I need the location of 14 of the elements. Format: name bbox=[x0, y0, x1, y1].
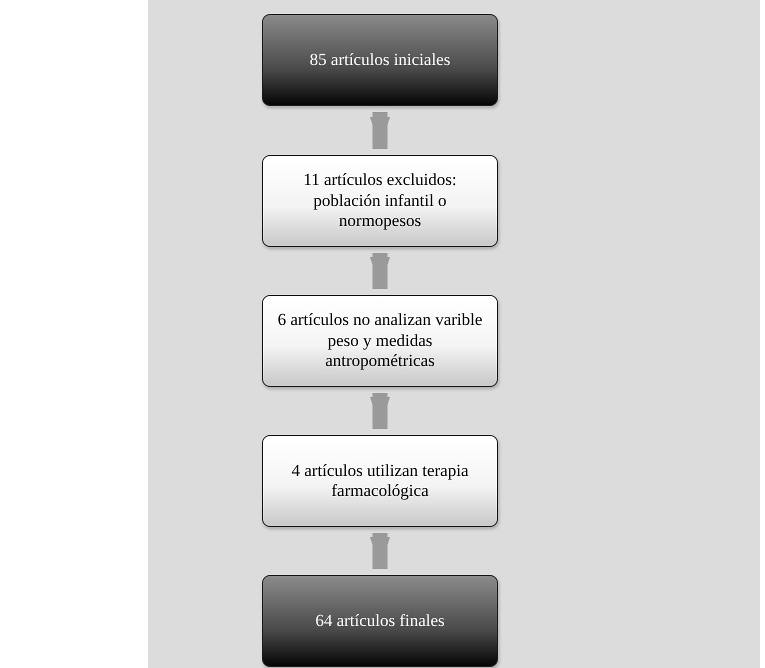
arrow bbox=[370, 253, 390, 289]
box-text: 11 artículos excluidos: población infantil o normopesos bbox=[302, 170, 458, 232]
box-text: 85 artículos iniciales bbox=[310, 50, 450, 70]
process-box bbox=[262, 14, 498, 106]
process-box bbox=[262, 295, 498, 387]
arrow bbox=[370, 533, 390, 569]
arrow bbox=[370, 112, 390, 149]
process-box bbox=[262, 435, 498, 527]
box-text: 4 artículos utilizan terapia farmacológica bbox=[290, 460, 470, 502]
box-text: 6 artículos no analizan varible peso y medidas antropométricas bbox=[276, 310, 484, 372]
box-text: 64 artículos finales bbox=[315, 610, 445, 632]
process-box bbox=[262, 575, 498, 667]
process-box bbox=[262, 155, 498, 247]
arrow bbox=[370, 393, 390, 429]
